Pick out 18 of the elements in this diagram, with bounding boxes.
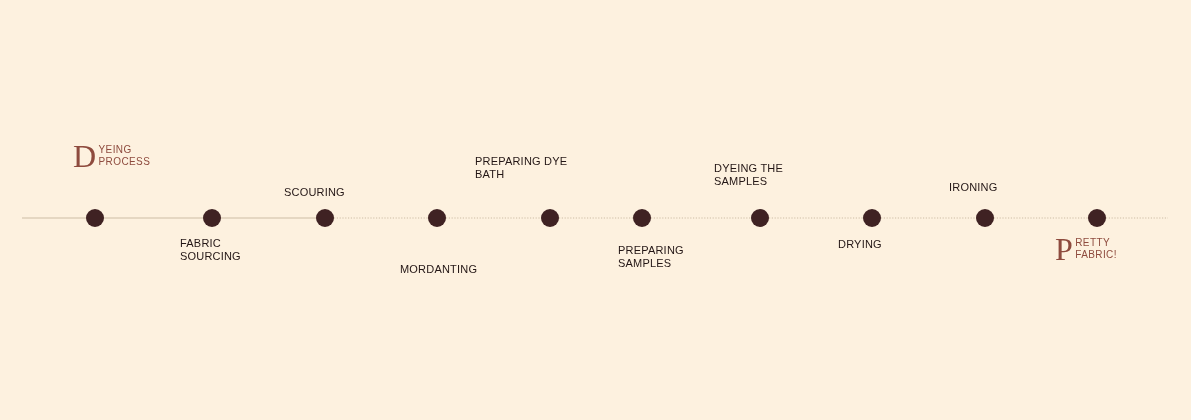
step-label: PREPARING SAMPLES	[618, 244, 685, 270]
step-label: IRONING	[949, 181, 998, 194]
timeline-dot	[428, 209, 446, 227]
step-label: SCOURING	[284, 186, 345, 199]
step-label: MORDANTING	[400, 263, 478, 276]
step-label: FABRIC SOURCING	[180, 237, 242, 263]
step-label: PREPARING DYE BATH	[475, 155, 569, 181]
timeline-dot	[316, 209, 334, 227]
timeline-dot	[863, 209, 881, 227]
timeline-dot	[203, 209, 221, 227]
timeline-dot	[1088, 209, 1106, 227]
timeline-dot	[86, 209, 104, 227]
timeline-dot	[633, 209, 651, 227]
timeline-dot	[541, 209, 559, 227]
step-label: DYEING THE SAMPLES	[714, 162, 785, 188]
timeline-dot	[976, 209, 994, 227]
step-label: DRYING	[838, 238, 882, 251]
timeline-dot	[751, 209, 769, 227]
